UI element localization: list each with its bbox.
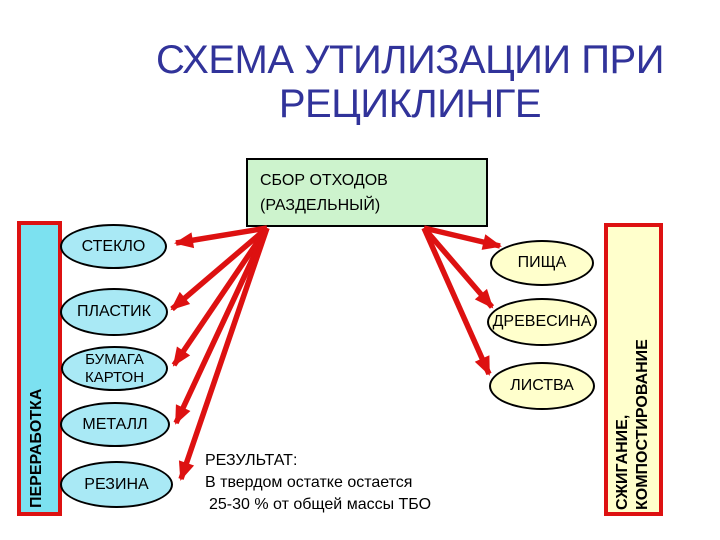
node-paper-cardboard: БУМАГА КАРТОН [61,346,168,391]
node-plastic: ПЛАСТИК [60,288,168,336]
node-food: ПИЩА [490,240,594,286]
incineration-composting-label: СЖИГАНИЕ, КОМПОСТИРОВАНИЕ [614,339,651,510]
waste-collection-box: СБОР ОТХОДОВ (РАЗДЕЛЬНЫЙ) [246,158,488,227]
result-line3: 25-30 % от общей массы ТБО [209,496,432,513]
node-rubber: РЕЗИНА [60,461,173,508]
page-title-line1: СХЕМА УТИЛИЗАЦИИ ПРИ [156,38,664,82]
recycling-category-label: ПЕРЕРАБОТКА [28,388,45,508]
arrow-to-metal [173,226,270,425]
node-wood: ДРЕВЕСИНА [487,298,597,346]
waste-collection-line2: (РАЗДЕЛЬНЫЙ) [260,197,381,214]
node-glass: СТЕКЛО [60,224,167,269]
arrow-to-leaves [421,226,492,376]
waste-collection-line1: СБОР ОТХОДОВ [260,172,388,189]
result-heading: РЕЗУЛЬТАТ: [205,452,298,469]
arrow-to-food [423,225,502,250]
node-metal: МЕТАЛЛ [60,402,170,447]
incineration-composting-bar [604,223,663,516]
page-title-line2: РЕЦИКЛИНГЕ [278,82,542,126]
page-title: СХЕМА УТИЛИЗАЦИИ ПРИ РЕЦИКЛИНГЕ [120,38,700,126]
node-leaves: ЛИСТВА [489,362,595,410]
arrow-to-wood [421,226,495,309]
result-line2: В твердом остатке остается [205,474,413,491]
recycling-category-bar [17,221,62,516]
arrow-to-glass [174,225,268,249]
arrow-to-rubber [178,227,270,481]
result-text: РЕЗУЛЬТАТ: В твердом остатке остается 25… [205,450,505,516]
arrow-to-plastic [170,225,269,312]
arrow-to-paper-cardboard [171,226,270,367]
